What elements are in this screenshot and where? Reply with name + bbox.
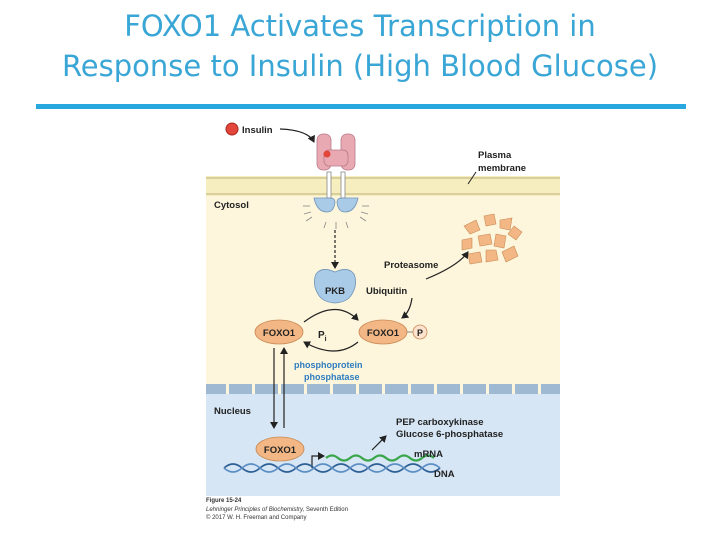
nucleus-label: Nucleus <box>214 406 251 417</box>
plasma-membrane-label-line1: Plasma <box>478 150 512 161</box>
pkb-kinase: PKB <box>314 269 356 304</box>
plasma-membrane <box>206 176 560 196</box>
dna-label: DNA <box>434 469 455 480</box>
insulin-molecule <box>225 122 239 136</box>
gene-label-pepck: PEP carboxykinase <box>396 417 484 428</box>
gene-label-g6pase: Glucose 6-phosphatase <box>396 429 503 440</box>
copyright: © 2017 W. H. Freeman and Company <box>206 515 307 521</box>
ubiquitin-label: Ubiquitin <box>366 286 407 297</box>
insulin-label: Insulin <box>242 125 273 136</box>
pi-label: Pi <box>318 330 327 343</box>
plasma-membrane-label-line2: membrane <box>478 163 526 174</box>
mrna-strand <box>325 454 435 462</box>
foxo1-pathway-diagram: Insulin Plasma membrane Cytosol <box>206 116 560 496</box>
foxo1-label-cytosol: FOXO1 <box>263 328 296 339</box>
insulin-receptor <box>303 133 369 229</box>
phosphate-label: P <box>417 328 423 338</box>
dna-helix <box>223 463 441 473</box>
title-line-1: FOXO1 Activates Transcription in <box>124 9 596 43</box>
phosphatase-label-line2: phosphatase <box>304 372 360 382</box>
book-edition: Seventh Edition <box>304 506 348 513</box>
foxo1-phosphorylated: FOXO1 P <box>358 319 428 345</box>
foxo1-label-phosphorylated: FOXO1 <box>367 328 400 339</box>
figure-credit: Figure 15-24 Lehninger Principles of Bio… <box>206 497 466 523</box>
extracellular-area <box>206 116 560 176</box>
pkb-label: PKB <box>325 286 345 297</box>
figure-source: Lehninger Principles of Biochemistry, Se… <box>206 506 466 515</box>
foxo1-label-nucleus: FOXO1 <box>264 445 297 456</box>
foxo1-cytosol: FOXO1 <box>254 319 304 345</box>
title-line-2: Response to Insulin (High Blood Glucose) <box>61 49 659 83</box>
figure-number: Figure 15-24 <box>206 498 242 504</box>
proteasome-label: Proteasome <box>384 260 438 271</box>
degraded-protein-fragments <box>461 213 523 265</box>
mrna-label: mRNA <box>414 449 443 460</box>
phosphatase-label-line1: phosphoprotein <box>294 360 363 370</box>
page-title: FOXO1 Activates Transcription in Respons… <box>0 6 720 86</box>
book-title: Lehninger Principles of Biochemistry, <box>206 506 305 513</box>
title-underline <box>36 104 686 109</box>
phosphate-group <box>412 324 428 340</box>
cytosol-label: Cytosol <box>214 200 249 211</box>
foxo1-nucleus: FOXO1 <box>255 436 305 462</box>
nuclear-envelope <box>206 384 560 394</box>
